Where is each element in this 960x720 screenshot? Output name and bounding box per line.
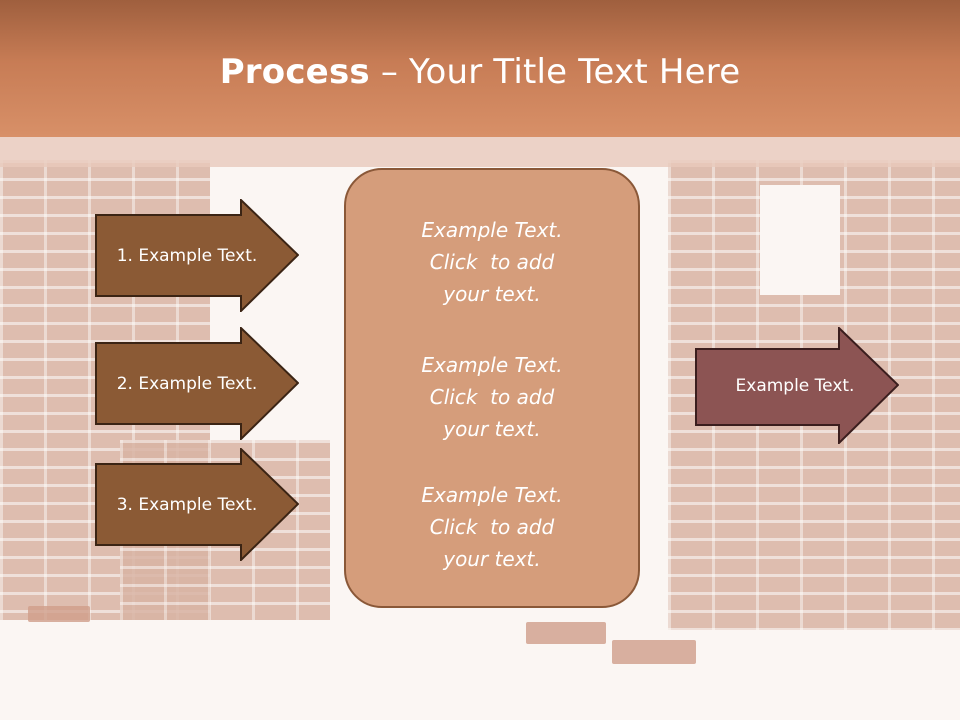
arrow-shape-icon [95, 327, 299, 440]
step-label: 2. Example Text. [116, 373, 258, 394]
center-text-box[interactable]: Example Text. Click to add your text. Ex… [344, 168, 640, 608]
arrow-shape-icon [95, 199, 299, 312]
arrow-shape-icon [95, 448, 299, 561]
process-step-arrow-2[interactable]: 2. Example Text. [95, 327, 299, 440]
wall-gap-right [760, 185, 840, 295]
process-step-arrow-3[interactable]: 3. Example Text. [95, 448, 299, 561]
text-line: Example Text. [421, 353, 563, 377]
center-text-block-1: Example Text. Click to add your text. [346, 214, 638, 310]
text-line: Click to add [429, 385, 555, 409]
text-line: your text. [443, 417, 541, 441]
text-line: Example Text. [421, 218, 563, 242]
text-line: Click to add [429, 250, 555, 274]
rubble-brick [612, 640, 696, 664]
arrow-shape-icon [695, 327, 899, 444]
header-bar [0, 0, 960, 137]
center-text-block-2: Example Text. Click to add your text. [346, 349, 638, 445]
step-label: 3. Example Text. [116, 494, 258, 515]
result-label: Example Text. [735, 375, 855, 396]
text-line: your text. [443, 547, 541, 571]
text-line: Example Text. [421, 483, 563, 507]
title-bold: Process [219, 52, 370, 92]
center-text-block-3: Example Text. Click to add your text. [346, 479, 638, 575]
text-line: Click to add [429, 515, 555, 539]
process-step-arrow-1[interactable]: 1. Example Text. [95, 199, 299, 312]
slide-title: Process – Your Title Text Here [0, 52, 960, 92]
rubble-brick [526, 622, 606, 644]
title-rest: – Your Title Text Here [369, 52, 741, 92]
header-band [0, 137, 960, 167]
result-arrow[interactable]: Example Text. [695, 327, 899, 444]
rubble-brick [28, 606, 90, 622]
text-line: your text. [443, 282, 541, 306]
step-label: 1. Example Text. [116, 245, 258, 266]
